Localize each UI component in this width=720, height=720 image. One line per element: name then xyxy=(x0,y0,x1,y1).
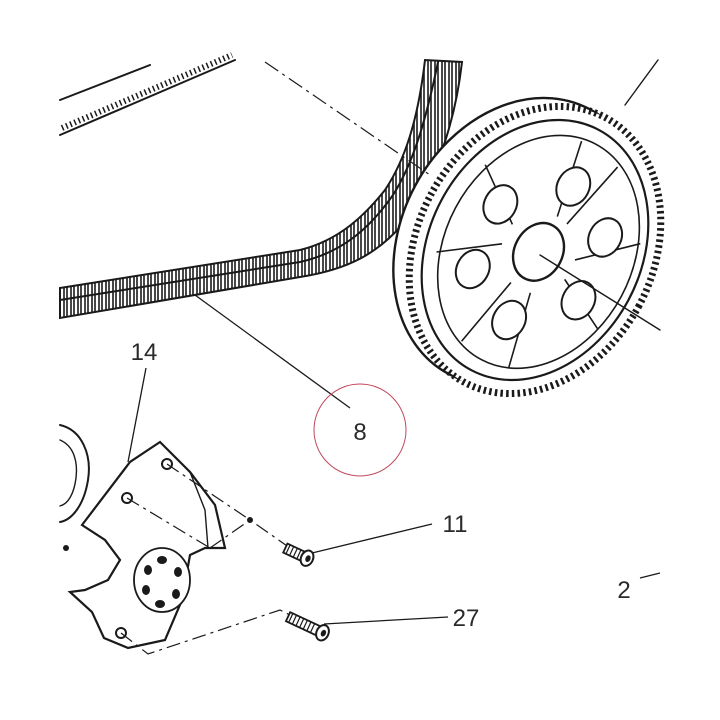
cover-plate xyxy=(67,440,227,650)
pulley-axis-line xyxy=(539,254,661,331)
leader-2 xyxy=(639,572,661,579)
belt-upper-strand-teeth xyxy=(60,52,234,131)
screw-long xyxy=(284,610,330,642)
housing-screw xyxy=(63,545,69,551)
housing-edge xyxy=(59,424,90,523)
belt-inner-edge xyxy=(59,61,439,301)
belt-upper-strand xyxy=(59,59,236,136)
part-number-screw-short: 11 xyxy=(443,511,468,538)
belt-loop-band xyxy=(59,58,464,320)
timing-belt xyxy=(59,52,464,320)
pulley-hub xyxy=(511,221,566,282)
cover-fold-line xyxy=(189,471,209,549)
leader-14 xyxy=(127,367,147,463)
part-number-belt: 8 xyxy=(353,419,366,446)
screw-short xyxy=(282,542,315,567)
pulley-leader-line xyxy=(624,59,659,106)
assembly-point xyxy=(247,517,253,523)
leader-27 xyxy=(323,616,449,625)
pulley-holes xyxy=(454,166,624,341)
leader-11 xyxy=(311,523,433,554)
part-number-cover: 14 xyxy=(131,339,158,366)
part-number-pulley-ref: 2 xyxy=(617,577,630,604)
part-number-screw-long: 27 xyxy=(453,605,480,632)
pulley-inner-rim xyxy=(436,134,641,370)
highlight-circle xyxy=(313,383,407,477)
belt-top-edge xyxy=(59,64,151,101)
housing-edge-inner xyxy=(59,439,78,507)
belt-cover xyxy=(59,424,227,650)
leader-8 xyxy=(194,294,351,409)
cover-vent-holes xyxy=(142,556,182,608)
belt-centerline xyxy=(264,61,431,176)
leader-lines xyxy=(127,294,661,625)
toothed-pulley xyxy=(392,96,665,398)
